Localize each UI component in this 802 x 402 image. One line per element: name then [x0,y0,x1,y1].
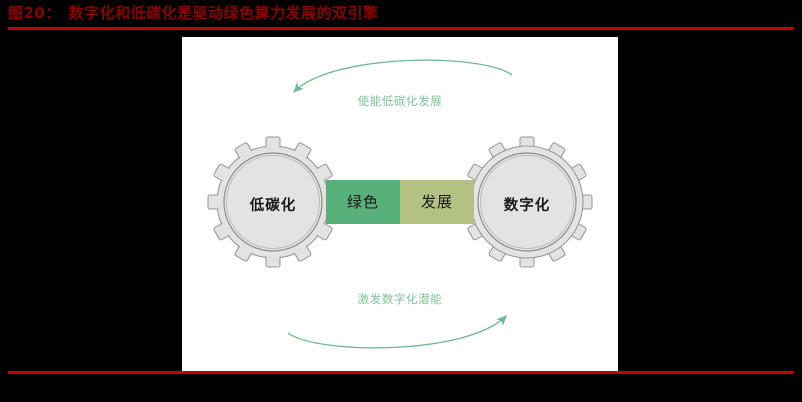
gear-right-label: 数字化 [503,198,551,214]
arrow-top-icon [293,59,513,93]
arrow-top-caption: 使能低碳化发展 [357,94,443,108]
title-rule-bottom [8,371,794,374]
figure-title-text: 数字化和低碳化是驱动绿色算力发展的双引擎 [68,4,379,22]
bridge-boxes: 绿色 发展 [326,180,474,224]
bridge-cell-development: 发展 [400,180,474,224]
figure-number: 图20： [8,4,61,22]
title-rule-top [8,27,794,30]
diagram-graphic [207,59,593,349]
gear-right-body [461,136,593,268]
bridge-cell-development-label: 发展 [420,193,453,211]
gear-left-body [207,136,339,268]
arrow-bottom-caption: 激发数字化潜能 [357,292,443,306]
arrow-bottom-icon [287,315,507,349]
figure-title: 图20： 数字化和低碳化是驱动绿色算力发展的双引擎 [8,3,379,23]
diagram-panel: 绿色 发展 低碳化 数字化 使能低碳化发展 激发数字化潜能 [182,37,618,371]
gear-left-label: 低碳化 [249,198,297,214]
bridge-cell-green-label: 绿色 [346,193,379,211]
bridge-cell-green: 绿色 [326,180,400,224]
